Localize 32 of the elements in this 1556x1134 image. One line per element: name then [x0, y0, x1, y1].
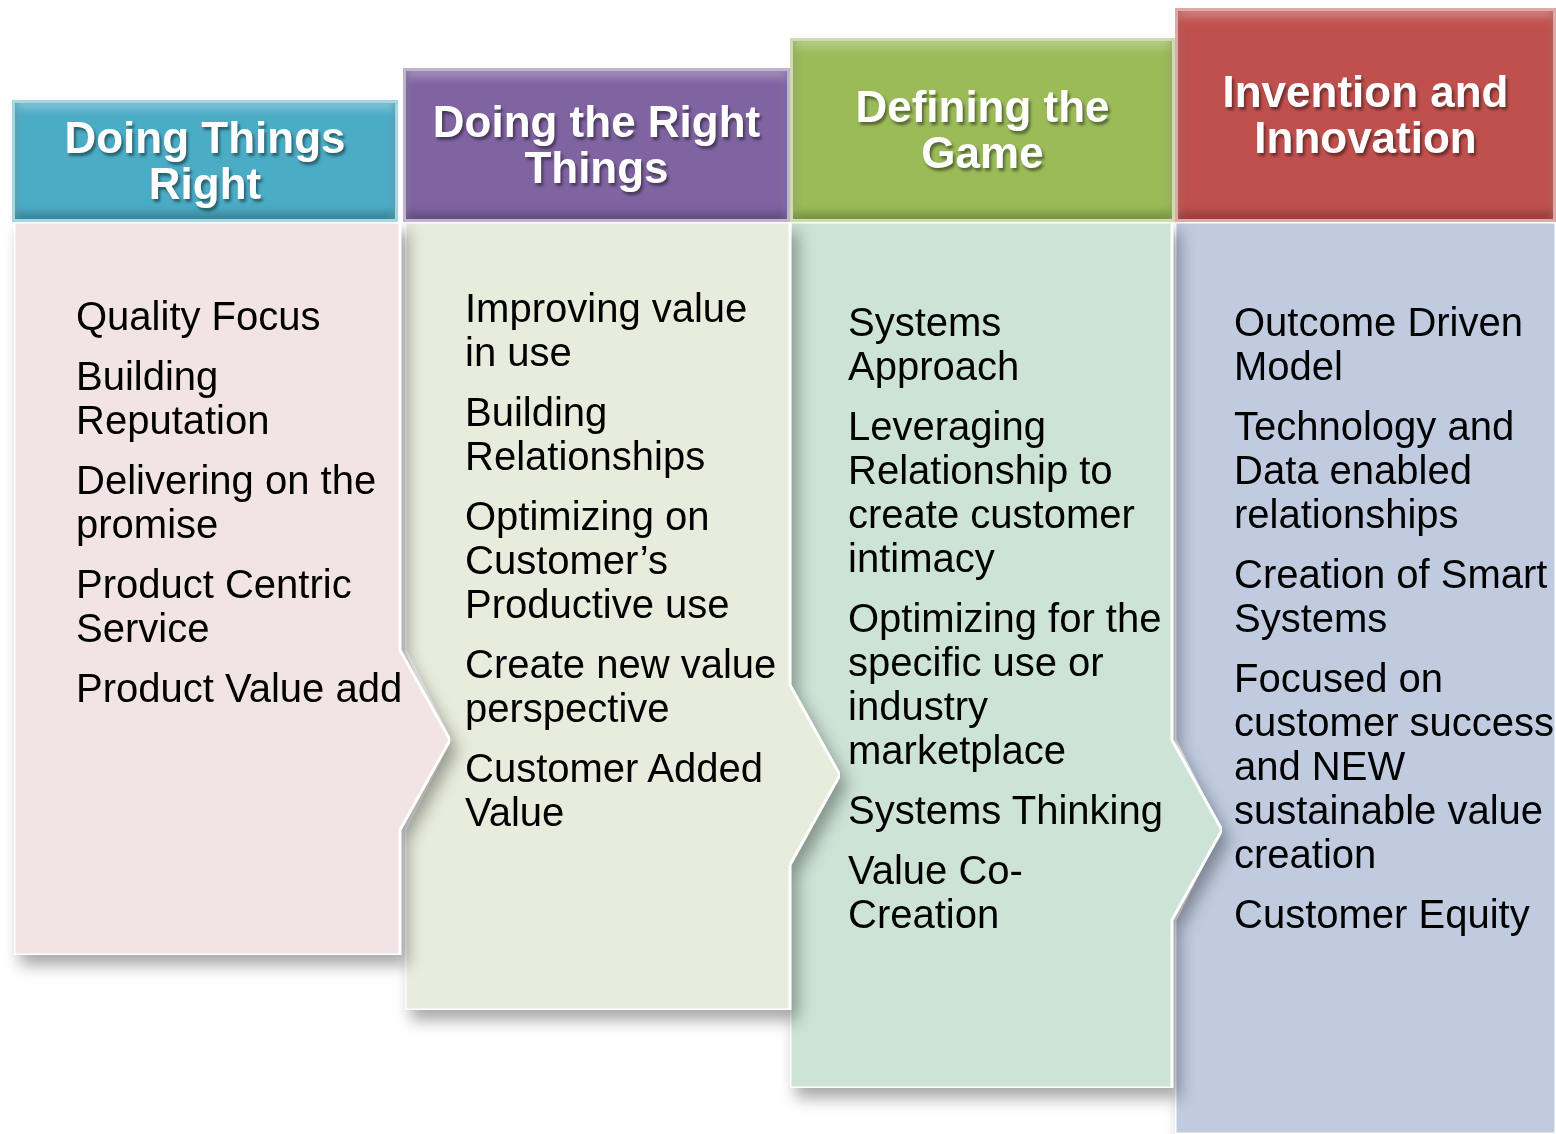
list-item: Focused on customer success and NEW sustainable value creation	[1234, 656, 1556, 876]
chevron-panel	[405, 222, 840, 1010]
column-header	[1175, 8, 1556, 222]
list-item: Technology and Data enabled relationships	[1234, 404, 1516, 536]
list-item: Systems Thinking	[848, 788, 1164, 832]
list-item: Building Relationships	[465, 390, 707, 478]
list-item: Leveraging Relationship to create customer intimacy	[848, 404, 1136, 580]
header-title: Defining the Game	[854, 84, 1111, 176]
list-item: Create new value perspective	[465, 642, 778, 730]
list-item: Improving value in use	[465, 286, 749, 374]
header-title: Invention and Innovation	[1221, 69, 1510, 161]
chevron-panel	[790, 222, 1222, 1088]
list-item: Systems Approach	[848, 300, 1021, 388]
chevron-panel	[1175, 222, 1556, 1134]
header-title: Doing Things Right	[63, 115, 347, 207]
column-header	[790, 38, 1175, 222]
column-header	[403, 68, 790, 222]
chevron-panel	[14, 222, 450, 955]
list-item: Product Centric Service	[76, 562, 353, 650]
header-title: Doing the Right Things	[431, 99, 762, 191]
list-item: Building Reputation	[76, 354, 271, 442]
list-item: Delivering on the promise	[76, 458, 378, 546]
list-item: Quality Focus	[76, 294, 322, 338]
column-header	[12, 100, 398, 222]
list-item: Optimizing on Customer’s Productive use	[465, 494, 731, 626]
list-item: Customer Equity	[1234, 892, 1531, 936]
list-item: Value Co-Creation	[848, 848, 1024, 936]
list-item: Customer Added Value	[465, 746, 764, 834]
list-item: Outcome Driven Model	[1234, 300, 1524, 388]
list-item: Product Value add	[76, 666, 404, 710]
list-item: Creation of Smart Systems	[1234, 552, 1549, 640]
list-item: Optimizing for the specific use or industry marketplace	[848, 596, 1163, 772]
